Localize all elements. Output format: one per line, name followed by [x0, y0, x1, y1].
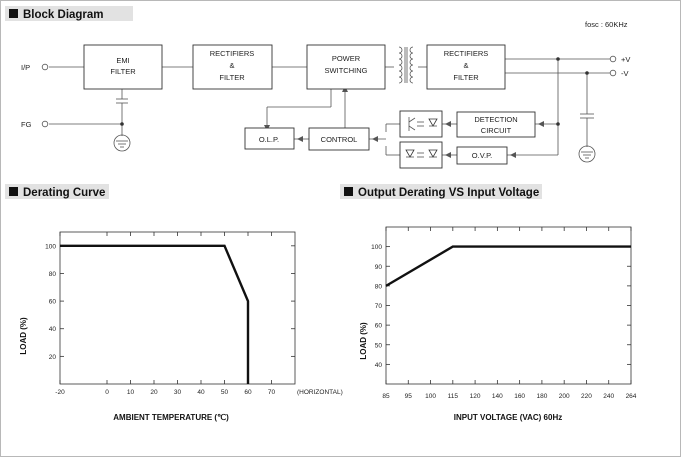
photo-coupler-icon — [399, 110, 443, 138]
x-tick-label: 220 — [581, 393, 592, 400]
derating-curve-title-bar — [5, 184, 109, 199]
neg-v-label: -V — [621, 69, 629, 78]
series-line — [60, 244, 250, 384]
y-tick-label: 40 — [375, 362, 383, 369]
svg-text:DETECTION: DETECTION — [474, 115, 517, 124]
chart2-ticks: 85 95 100 115 120 140 160 180 200 220 240 264 40 50 60… — [371, 227, 637, 400]
x-tick-label: 120 — [470, 393, 481, 400]
control-block: CONTROL — [308, 127, 370, 151]
block-diagram-title: Block Diagram — [23, 9, 104, 21]
chart1-ticks: -20 0 10 20 30 40 50 60 70 20 40 60 80 100 — [45, 232, 295, 396]
y-tick-label: 50 — [375, 342, 383, 349]
y-tick-label: 90 — [375, 264, 383, 271]
svg-text:POWER: POWER — [332, 54, 361, 63]
x-tick-label: 160 — [514, 393, 525, 400]
output-derating-title-bar — [340, 184, 542, 199]
svg-text:SWITCHING: SWITCHING — [325, 66, 368, 75]
fg-terminal-icon — [41, 120, 49, 128]
x-axis-label: AMBIENT TEMPERATURE (℃) — [113, 413, 229, 422]
x-tick-label: 180 — [536, 393, 547, 400]
y-tick-label: 60 — [375, 323, 383, 330]
detection-circuit-block: DETECTION CIRCUIT — [456, 111, 536, 138]
x-tick-label: 115 — [448, 393, 459, 400]
svg-text:RECTIFIERS: RECTIFIERS — [210, 49, 255, 58]
fosc-label: fosc : 60KHz — [585, 20, 628, 29]
block-diagram: Block Diagram fosc : 60KHz — [5, 6, 630, 169]
pos-v-label: +V — [621, 55, 630, 64]
fg-ground-icon — [113, 134, 131, 152]
x-tick-label: 70 — [268, 389, 276, 396]
x-tick-label: 20 — [150, 389, 158, 396]
x-tick-label: 60 — [244, 389, 252, 396]
block-diagram-wires — [49, 57, 610, 158]
y-axis-label: LOAD (%) — [19, 317, 28, 355]
rectifiers-filter-block-2: RECTIFIERS & FILTER — [426, 44, 506, 90]
output-ground-icon — [578, 145, 596, 163]
y-tick-label: 70 — [375, 303, 383, 310]
svg-text:RECTIFIERS: RECTIFIERS — [444, 49, 489, 58]
output-derating-title: Output Derating VS Input Voltage — [358, 187, 539, 199]
x-tick-label: 95 — [405, 393, 413, 400]
series-line — [385, 245, 631, 287]
ip-label: I/P — [21, 63, 30, 72]
y-tick-label: 100 — [45, 243, 56, 250]
svg-text:&: & — [229, 61, 234, 70]
x-tick-label: 100 — [425, 393, 436, 400]
x-tick-label: 85 — [382, 393, 390, 400]
y-tick-label: 80 — [375, 283, 383, 290]
photo-coupler-icon — [399, 141, 443, 169]
emi-filter-block: EMI FILTER — [83, 44, 163, 90]
svg-text:O.L.P.: O.L.P. — [259, 135, 279, 144]
x-axis-note: (HORIZONTAL) — [297, 389, 343, 396]
power-switching-block: POWER SWITCHING — [306, 44, 386, 90]
y-axis-label: LOAD (%) — [359, 322, 368, 360]
section-square-icon — [344, 187, 353, 196]
y-tick-label: 100 — [371, 244, 382, 251]
derating-curve-title: Derating Curve — [23, 187, 105, 199]
y-tick-label: 60 — [49, 299, 57, 306]
svg-text:CIRCUIT: CIRCUIT — [481, 126, 512, 135]
y-tick-label: 20 — [49, 354, 57, 361]
y-tick-label: 80 — [49, 271, 57, 278]
svg-text:EMI: EMI — [116, 56, 129, 65]
chart1-plot-frame — [59, 231, 296, 385]
svg-text:FILTER: FILTER — [110, 67, 136, 76]
ovp-block: O.V.P. — [456, 146, 508, 165]
section-square-icon — [9, 9, 18, 18]
output-derating-chart: 85 95 100 115 120 140 160 180 200 220 240 264 40 50 60… — [359, 226, 637, 422]
x-tick-label: 140 — [492, 393, 503, 400]
section-square-icon — [9, 187, 18, 196]
x-tick-label: 200 — [559, 393, 570, 400]
transformer-icon — [398, 46, 414, 84]
x-tick-label: 30 — [174, 389, 182, 396]
x-tick-label: 40 — [197, 389, 205, 396]
pos-v-terminal-icon — [609, 55, 617, 63]
x-tick-label: 264 — [626, 393, 637, 400]
neg-v-terminal-icon — [609, 69, 617, 77]
x-tick-label: 240 — [603, 393, 614, 400]
svg-text:FILTER: FILTER — [453, 73, 479, 82]
svg-text:O.V.P.: O.V.P. — [472, 151, 492, 160]
olp-block: O.L.P. — [244, 127, 295, 150]
y-tick-label: 40 — [49, 326, 57, 333]
block-diagram-title-bar — [5, 6, 133, 21]
rectifiers-filter-block-1: RECTIFIERS & FILTER — [192, 44, 273, 90]
svg-text:FILTER: FILTER — [219, 73, 245, 82]
x-axis-label: INPUT VOLTAGE (VAC) 60Hz — [454, 413, 562, 422]
x-tick-label: 10 — [127, 389, 135, 396]
derating-curve-chart: -20 0 10 20 30 40 50 60 70 20 40 60 80 100 (HORIZONTA… — [19, 231, 343, 422]
fg-label: FG — [21, 120, 32, 129]
svg-text:&: & — [463, 61, 468, 70]
x-tick-label: 0 — [105, 389, 109, 396]
x-tick-label: 50 — [221, 389, 229, 396]
svg-text:CONTROL: CONTROL — [321, 135, 358, 144]
ip-terminal-icon — [41, 63, 49, 71]
chart2-plot-frame — [385, 226, 632, 385]
x-tick-label: -20 — [55, 389, 65, 396]
